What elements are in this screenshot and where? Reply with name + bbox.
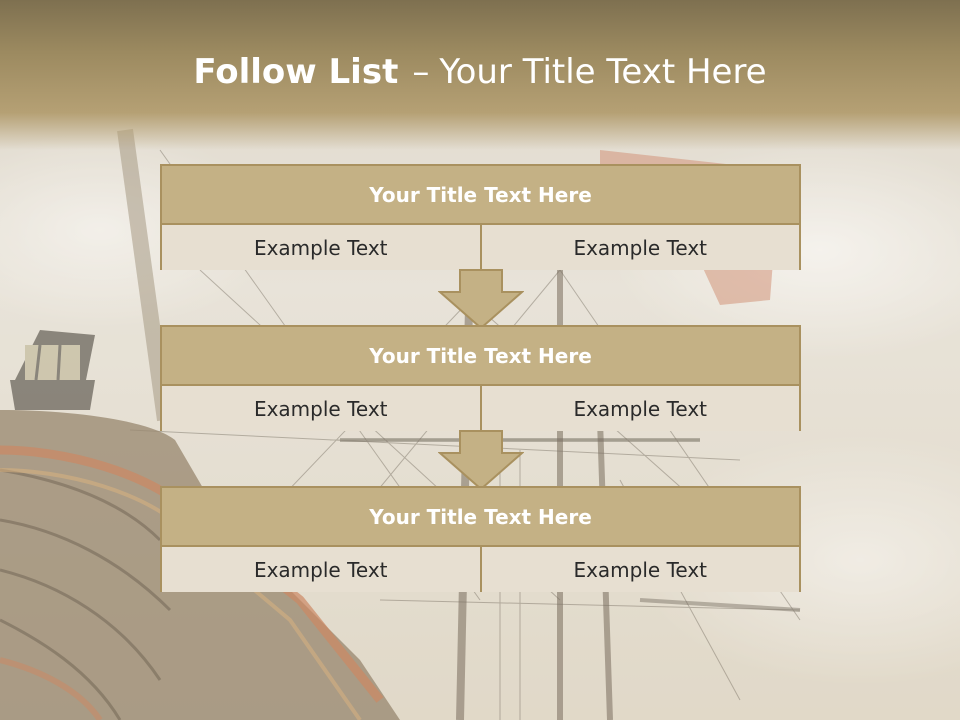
title-banner <box>0 0 960 150</box>
step-box-3: Your Title Text Here Example Text Exampl… <box>160 486 801 592</box>
down-arrow-icon <box>438 430 524 491</box>
step-box-2: Your Title Text Here Example Text Exampl… <box>160 325 801 431</box>
step-box-cell-left: Example Text <box>162 547 480 592</box>
down-arrow-icon <box>438 269 524 330</box>
title-separator: – <box>412 52 430 92</box>
step-box-cell-right: Example Text <box>479 547 799 592</box>
step-box-title: Your Title Text Here <box>162 488 799 547</box>
step-box-title: Your Title Text Here <box>162 327 799 386</box>
title-bold: Follow List <box>193 52 399 92</box>
slide-title: Follow List–Your Title Text Here <box>0 52 960 92</box>
title-text: Your Title Text Here <box>439 52 767 92</box>
step-box-1: Your Title Text Here Example Text Exampl… <box>160 164 801 270</box>
step-box-cell-left: Example Text <box>162 386 480 431</box>
step-box-cell-right: Example Text <box>479 386 799 431</box>
step-box-cell-left: Example Text <box>162 225 480 270</box>
step-box-title: Your Title Text Here <box>162 166 799 225</box>
step-box-cell-right: Example Text <box>479 225 799 270</box>
